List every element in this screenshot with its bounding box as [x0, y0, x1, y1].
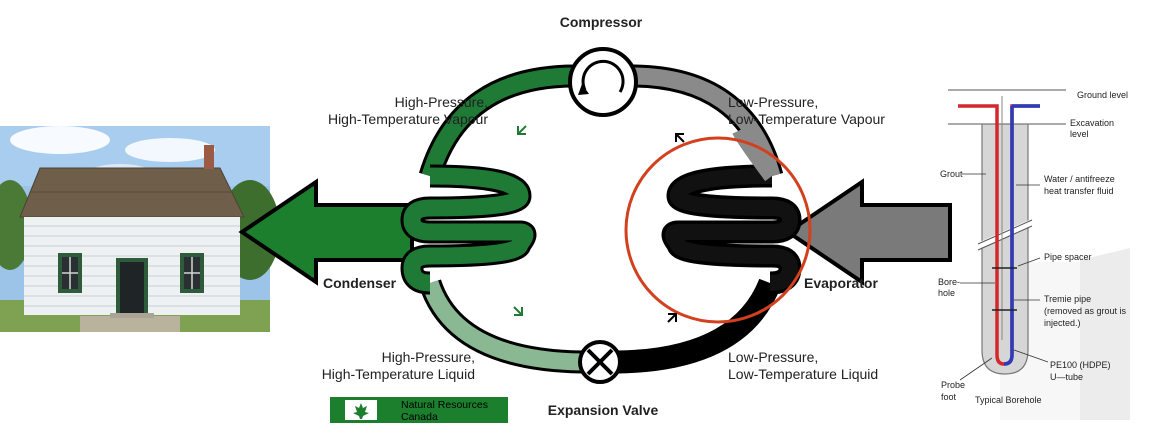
typical-borehole-caption: Typical Borehole — [975, 395, 1042, 405]
pipe-spacer-label: Pipe spacer — [1044, 252, 1092, 262]
probe-foot-label-1: Probe — [941, 380, 965, 390]
hp-vapour-label-2: High-Temperature Vapour — [328, 111, 488, 127]
excavation-level-label-1: Excavation — [1070, 118, 1114, 128]
probe-foot-label-2: foot — [941, 392, 957, 402]
compressor-label: Compressor — [560, 14, 643, 30]
lp-liquid-label-1: Low-Pressure, — [728, 349, 818, 365]
grout-label: Grout — [940, 169, 963, 179]
lp-liquid-label-2: Low-Temperature Liquid — [728, 366, 878, 382]
borehole-diagram: Ground level Excavation level Grout Wate… — [938, 89, 1130, 420]
fluid-label-2: heat transfer fluid — [1044, 186, 1114, 196]
nrcan-logo-text-1: Natural Resources — [401, 399, 488, 411]
expansion-valve-label: Expansion Valve — [548, 402, 659, 418]
utube-label-2: U—tube — [1050, 372, 1083, 382]
maple-leaf-icon — [353, 403, 369, 419]
nrcan-logo-text-2: Canada — [401, 411, 438, 423]
heat-from-ground-arrow — [784, 178, 952, 286]
tremie-pipe-label-1: Tremie pipe — [1044, 294, 1091, 304]
compressor-icon — [568, 47, 638, 117]
hp-liquid-label-2: High-Temperature Liquid — [322, 366, 475, 382]
flow-arrows — [513, 125, 685, 323]
evaporator-coil — [661, 125, 802, 295]
hp-vapour-label-1: High-Pressure, — [395, 94, 488, 110]
utube-label-1: PE100 (HDPE) — [1050, 360, 1111, 370]
fluid-label-1: Water / antifreeze — [1044, 174, 1115, 184]
ground-level-label: Ground level — [1077, 90, 1128, 100]
condenser-label: Condenser — [323, 275, 397, 291]
expansion-valve-icon — [578, 340, 622, 384]
tremie-pipe-label-2: (removed as grout is — [1044, 306, 1127, 316]
heat-to-house-arrow — [238, 178, 414, 286]
condenser-coil — [400, 164, 537, 295]
lp-vapour-label-1: Low-Pressure, — [728, 94, 818, 110]
evaporator-highlight-circle — [624, 136, 812, 324]
hp-liquid-label-1: High-Pressure, — [382, 349, 475, 365]
evaporator-label: Evaporator — [804, 275, 878, 291]
borehole-label-2: hole — [938, 288, 955, 298]
nrcan-logo: Natural Resources Canada — [330, 397, 508, 423]
borehole-label-1: Bore- — [938, 277, 960, 287]
tremie-pipe-label-3: injected.) — [1044, 318, 1081, 328]
excavation-level-label-2: level — [1070, 129, 1089, 139]
house-photo — [0, 126, 280, 332]
lp-vapour-label-2: Low-Temperature Vapour — [728, 111, 885, 127]
